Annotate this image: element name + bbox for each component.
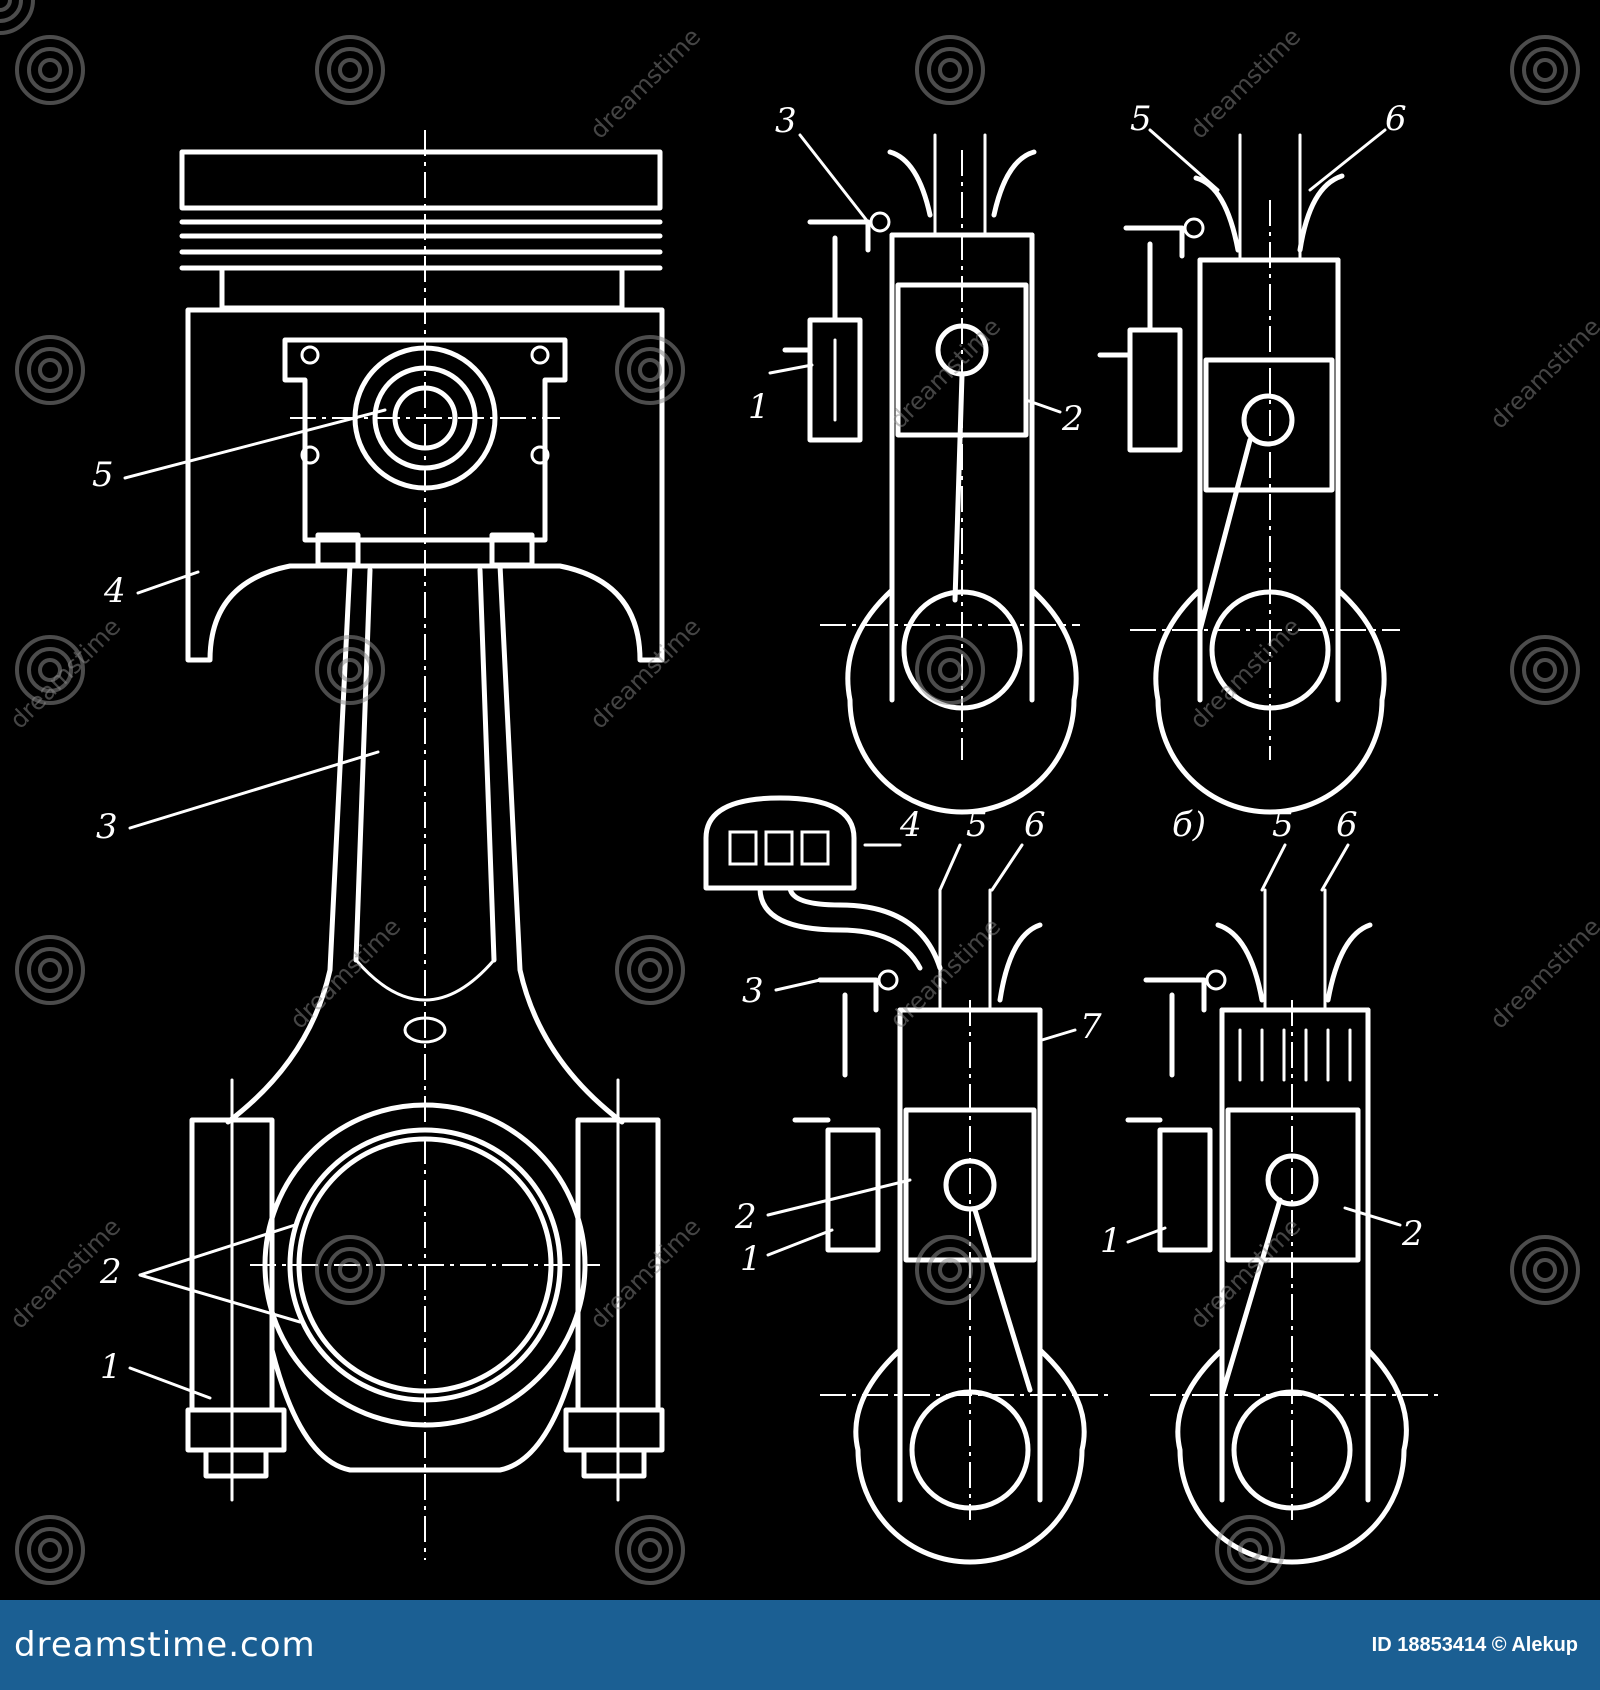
label-1: 1 [740,1239,762,1279]
watermark-text: dreamstime [1184,613,1306,735]
author-credit[interactable]: © Alekup [1491,1633,1578,1656]
spiral-logo-icon [1510,35,1580,105]
footer-brand[interactable]: dreamstime.com [14,1625,316,1665]
watermark-text: dreamstime [4,613,126,735]
spiral-logo-icon [615,335,685,405]
label-1: 1 [100,1347,122,1387]
footer-meta: ID 18853414 © Alekup [1372,1634,1578,1657]
spiral-logo-icon [615,935,685,1005]
watermark-text: dreamstime [1484,313,1600,435]
label-5: 5 [1130,99,1152,139]
label-1: 1 [1100,1221,1122,1261]
cylinder-diagram-bottom-right: б) 5 6 1 2 [1100,805,1440,1565]
label-2: 2 [1401,1214,1424,1254]
image-id-text: ID 18853414 [1371,1633,1487,1656]
piston-connecting-rod-drawing: 5 4 3 2 1 [92,130,665,1560]
spiral-logo-icon [15,335,85,405]
cylinder-diagram-top-left: 3 1 2 [748,101,1084,815]
watermark-text: dreamstime [584,613,706,735]
spiral-logo-icon [1510,635,1580,705]
spiral-logo-icon [1510,1235,1580,1305]
spiral-logo-icon [315,635,385,705]
label-7: 7 [1080,1007,1102,1047]
label-6: 6 [1024,805,1046,845]
cylinder-diagram-bottom-left: 4 5 6 3 7 2 1 [703,795,1110,1565]
spiral-logo-icon [15,35,85,105]
watermark-text: dreamstime [584,1213,706,1335]
label-5: 5 [966,805,988,845]
cylinder-diagram-top-right: 5 6 [1097,99,1407,815]
watermark-text: dreamstime [884,913,1006,1035]
engine-blueprint: 5 4 3 2 1 3 1 2 [0,0,1600,1585]
spiral-logo-icon [15,935,85,1005]
label-3: 3 [742,971,764,1011]
label-5: 5 [1272,805,1294,845]
spiral-logo-icon [1215,1515,1285,1585]
label-6: 6 [1385,99,1407,139]
spiral-logo-icon [615,1515,685,1585]
watermark-text: dreamstime [284,913,406,1035]
label-4: 4 [899,805,922,845]
label-2: 2 [734,1197,757,1237]
spiral-logo-icon [915,1235,985,1305]
watermark-text: dreamstime [584,23,706,145]
label-2: 2 [1061,399,1084,439]
stock-footer-bar: dreamstime.com ID 18853414 © Alekup [0,1600,1600,1690]
watermark-text: dreamstime [1484,913,1600,1035]
label-6: 6 [1336,805,1358,845]
label-5: 5 [92,455,114,495]
label-3: 3 [96,807,118,847]
caption-b: б) [1172,805,1206,845]
label-4: 4 [103,571,126,611]
spiral-logo-icon [915,635,985,705]
label-2: 2 [99,1252,122,1292]
spiral-logo-icon [915,35,985,105]
spiral-logo-icon [315,1235,385,1305]
watermark-text: dreamstime [1184,23,1306,145]
spiral-logo-icon [15,1515,85,1585]
label-1: 1 [748,387,770,427]
label-3: 3 [775,101,797,141]
spiral-logo-icon [315,35,385,105]
